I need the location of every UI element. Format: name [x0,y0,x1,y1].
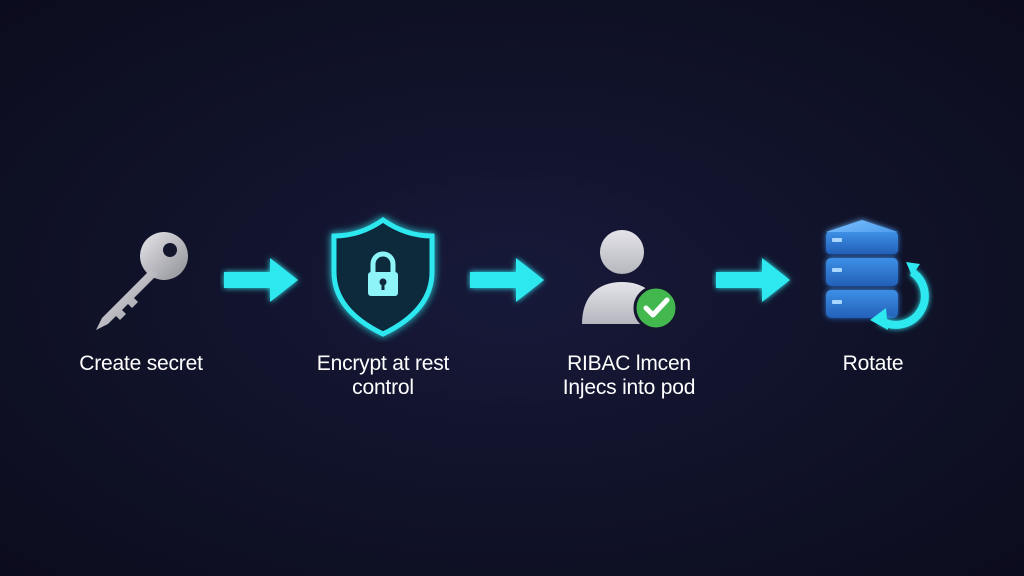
user-check-icon [582,230,679,331]
step-rotate: Rotate [773,200,973,410]
arrow-right-icon [716,258,790,302]
step-rbac-inject: RIBAC lmcen Injecs into pod [529,200,729,410]
step-label-line: Create secret [79,352,203,375]
step-label-line: Rotate [842,352,904,375]
shield-lock-icon [331,216,435,337]
step-label: Encrypt at rest control [283,352,483,400]
step-label: Create secret [41,352,241,376]
arrow-right-icon [470,258,544,302]
database-rotate-icon [826,220,929,330]
step-label-line: RIBAC lmcen [567,352,691,375]
step-label-line: control [352,376,414,399]
step-encrypt-at-rest: Encrypt at rest control [283,200,483,410]
step-label-line: Encrypt at rest [316,352,450,375]
step-label: Rotate [773,352,973,376]
step-label: RIBAC lmcen Injecs into pod [529,352,729,400]
step-label-line: Injecs into pod [562,376,696,399]
arrow-right-icon [224,258,298,302]
key-icon [96,232,188,330]
step-create-secret: Create secret [41,200,241,410]
